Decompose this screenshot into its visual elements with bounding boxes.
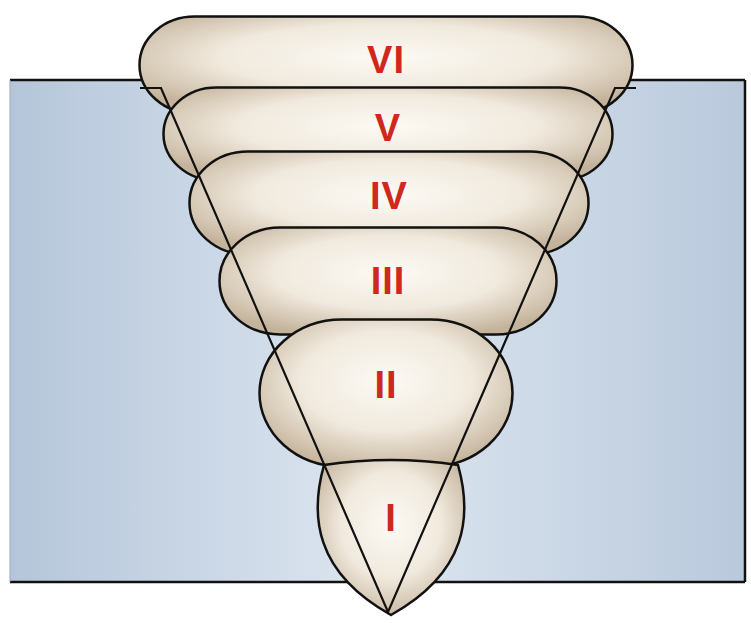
plate-edge bbox=[744, 80, 747, 582]
plate-surface bbox=[615, 79, 745, 82]
pass-number: V bbox=[375, 109, 401, 147]
root-bead-shape bbox=[318, 460, 465, 615]
pass-number: VI bbox=[367, 41, 405, 79]
pass-number: III bbox=[371, 262, 406, 300]
weld-bead: II bbox=[258, 318, 514, 468]
pass-number: II bbox=[374, 366, 397, 404]
bead-shape bbox=[260, 320, 513, 467]
weld-bead: I bbox=[312, 455, 470, 617]
groove-line bbox=[140, 88, 636, 612]
plate-edge bbox=[10, 80, 11, 582]
pass-number: I bbox=[385, 499, 397, 537]
pass-number: IV bbox=[370, 177, 408, 215]
plate-surface bbox=[10, 79, 160, 82]
